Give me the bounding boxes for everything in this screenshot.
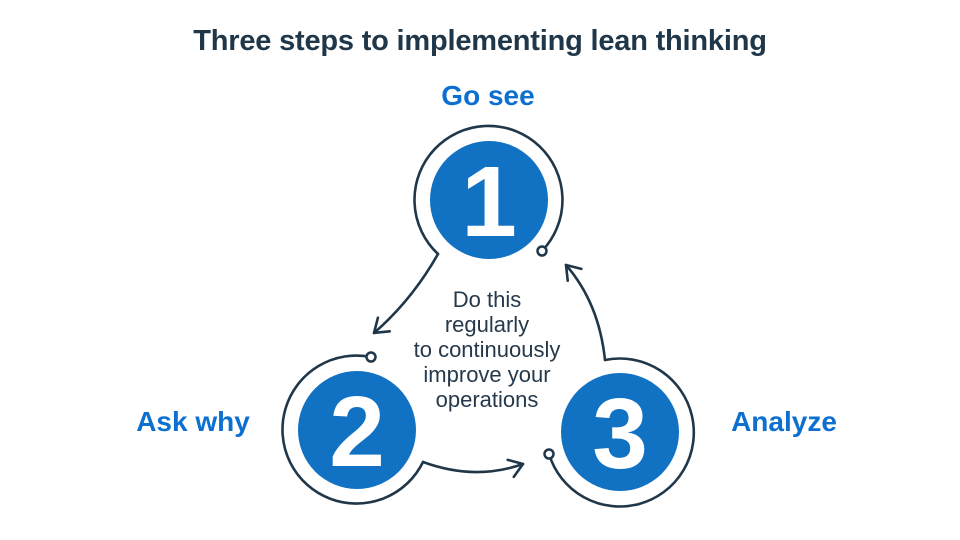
step-label-ask-why: Ask why (136, 406, 250, 437)
arrow-icon-1-to-2 (372, 252, 440, 335)
step-circle-3 (561, 373, 679, 491)
outline-arc-step-2 (281, 354, 425, 505)
step-number-1: 1 (461, 146, 517, 258)
arc-end-dot-2 (365, 351, 377, 363)
outline-arc-step-1 (413, 124, 564, 256)
arc-end-dot-1 (536, 245, 548, 257)
center-note-line: regularly (444, 312, 530, 337)
step-number-3: 3 (592, 378, 648, 490)
arrow-icon-2-to-3 (421, 458, 525, 479)
page-title: Three steps to implementing lean thinkin… (193, 25, 767, 57)
step-number-2: 2 (329, 376, 385, 488)
step-label-analyze: Analyze (731, 406, 837, 437)
step-label-go-see: Go see (441, 80, 535, 111)
step-circle-2 (298, 371, 416, 489)
center-note-line: Do this (452, 287, 522, 312)
step-circle-1 (430, 141, 548, 259)
center-note-line: to continuously (413, 337, 561, 362)
center-note-line: improve your (423, 362, 551, 387)
arc-end-dot-3 (543, 448, 555, 460)
center-note-line: operations (435, 387, 539, 412)
outline-arc-step-3 (547, 357, 696, 508)
center-note: Do this regularly to continuously improv… (377, 287, 597, 412)
arrow-icon-3-to-1 (564, 263, 607, 362)
